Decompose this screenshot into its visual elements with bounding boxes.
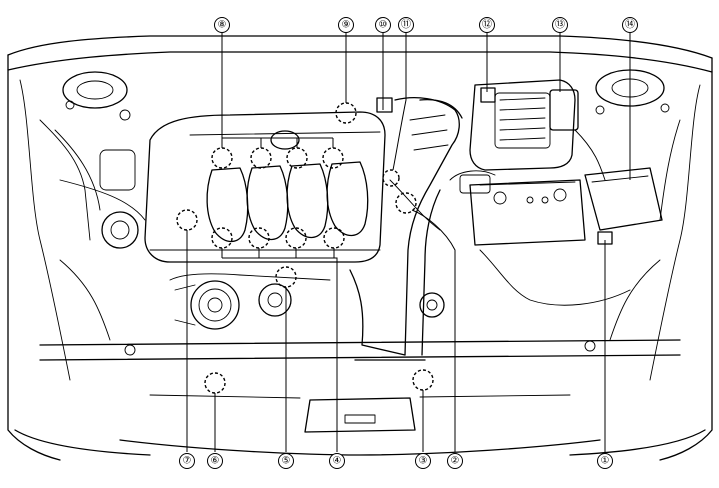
marker-7: [176, 209, 198, 231]
callout-2-text: ②: [451, 456, 460, 467]
callout-3-text: ③: [419, 456, 428, 467]
callout-9: ⑨: [338, 17, 354, 33]
callout-10: ⑩: [375, 17, 391, 33]
radiator-cap: [419, 292, 445, 318]
location-markers: [176, 102, 434, 394]
marker-8d: [322, 147, 344, 169]
marker-8b: [250, 147, 272, 169]
marker-3: [412, 369, 434, 391]
hoses-and-wiring: [59, 129, 631, 306]
callout-7-text: ⑦: [183, 456, 192, 467]
body-outline: [7, 35, 713, 461]
callout-4-text: ④: [333, 456, 342, 467]
callout-14-text: ⑭: [625, 19, 635, 31]
air-intake-duct: [349, 97, 463, 361]
callout-13-text: ⑬: [555, 19, 565, 31]
callout-11-text: ⑪: [401, 19, 411, 31]
marker-6: [204, 372, 226, 394]
callout-3: ③: [415, 453, 431, 469]
marker-8a: [211, 147, 233, 169]
air-cleaner-box: [469, 79, 579, 171]
callout-7: ⑦: [179, 453, 195, 469]
marker-2: [395, 192, 417, 214]
battery: [469, 179, 586, 246]
hood-latch: [119, 394, 601, 456]
callout-4: ④: [329, 453, 345, 469]
callout-14: ⑭: [622, 17, 638, 33]
callout-6: ⑥: [207, 453, 223, 469]
callout-8-text: ⑧: [218, 20, 227, 31]
callout-1-text: ①: [601, 456, 610, 467]
callout-13: ⑬: [552, 17, 568, 33]
callout-1: ①: [597, 453, 613, 469]
left-strut-tower: [39, 71, 139, 249]
callout-10-text: ⑩: [379, 20, 388, 31]
callout-8: ⑧: [214, 17, 230, 33]
marker-4c: [285, 227, 307, 249]
callout-5: ⑤: [278, 453, 294, 469]
callout-12: ⑫: [479, 17, 495, 33]
callout-5-text: ⑤: [282, 456, 291, 467]
alternator: [169, 273, 331, 330]
fuse-block: [584, 167, 663, 245]
radiator-support: [39, 259, 681, 361]
engine-cover: [144, 111, 386, 263]
marker-11: [382, 169, 400, 187]
callout-11: ⑪: [398, 17, 414, 33]
callout-12-text: ⑫: [482, 19, 492, 31]
callout-2: ②: [447, 453, 463, 469]
callout-6-text: ⑥: [211, 456, 220, 467]
right-strut-tower: [595, 69, 681, 221]
callout-labels: ⑧ ⑨ ⑩ ⑪ ⑫ ⑬ ⑭ ⑦ ⑥ ⑤ ④ ③ ② ①: [179, 17, 638, 469]
leader-lines: [186, 33, 631, 452]
callout-9-text: ⑨: [342, 20, 351, 31]
marker-4d: [323, 227, 345, 249]
